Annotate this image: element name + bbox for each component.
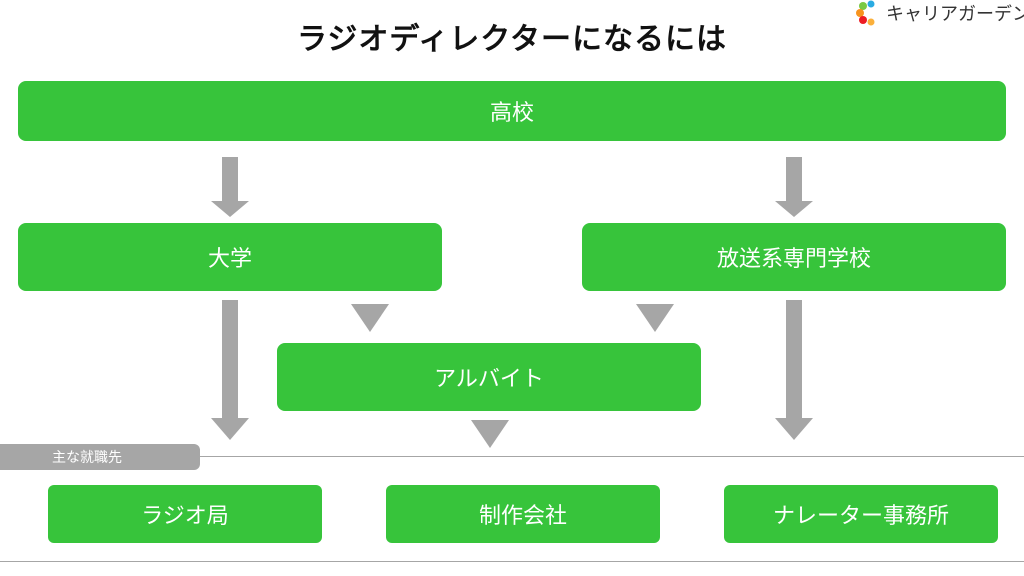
- section-label-text: 主な就職先: [52, 450, 122, 466]
- node-part-time-job-label: アルバイト: [434, 367, 544, 392]
- logo-c-icon: [856, 0, 875, 26]
- arrow-highschool-to-vocational: [775, 157, 813, 217]
- arrow-vocational-to-part-time: [636, 304, 674, 332]
- arrow-part-time-to-employers: [471, 420, 509, 448]
- section-divider-top: [200, 456, 1024, 457]
- employer-production-company-label: 制作会社: [478, 504, 567, 529]
- employer-radio-station-label: ラジオ局: [141, 504, 229, 529]
- section-label-employers: 主な就職先: [0, 444, 200, 470]
- node-vocational-school: 放送系専門学校: [582, 223, 1006, 291]
- page-title: ラジオディレクターになるには: [296, 22, 728, 57]
- logo-text: キャリアガーデン: [886, 4, 1024, 25]
- arrow-university-to-part-time: [351, 304, 389, 332]
- node-vocational-school-label: 放送系専門学校: [716, 247, 871, 272]
- employer-narrator-agency-label: ナレーター事務所: [772, 504, 949, 529]
- node-university: 大学: [18, 223, 442, 291]
- node-high-school: 高校: [18, 81, 1006, 141]
- employer-narrator-agency: ナレーター事務所: [724, 485, 998, 543]
- employer-production-company: 制作会社: [386, 485, 660, 543]
- arrow-vocational-to-employers: [775, 300, 813, 440]
- section-divider-bottom: [0, 561, 1024, 562]
- arrow-university-to-employers: [211, 300, 249, 440]
- brand-logo: キャリアガーデン: [856, 0, 1024, 26]
- arrow-highschool-to-university: [211, 157, 249, 217]
- node-part-time-job: アルバイト: [277, 343, 701, 411]
- node-high-school-label: 高校: [489, 101, 534, 126]
- employer-radio-station: ラジオ局: [48, 485, 322, 543]
- node-university-label: 大学: [207, 247, 252, 272]
